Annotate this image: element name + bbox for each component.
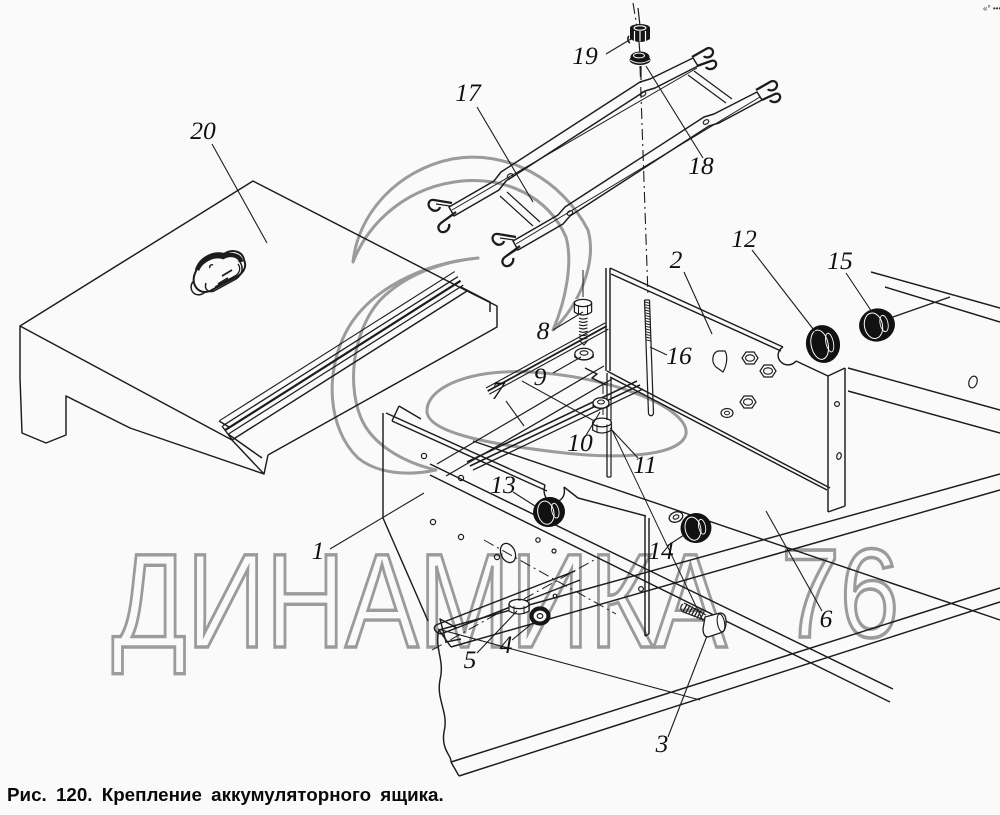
svg-text:19: 19: [572, 41, 598, 70]
svg-text:15: 15: [827, 246, 853, 275]
svg-text:Рис. 120. Крепление аккумулято: Рис. 120. Крепление аккумуляторного ящик…: [7, 784, 444, 805]
svg-text:11: 11: [633, 450, 657, 479]
svg-text:6: 6: [820, 604, 833, 633]
svg-text:3: 3: [655, 729, 669, 758]
svg-text:17: 17: [455, 78, 482, 107]
svg-text:14: 14: [648, 536, 674, 565]
svg-text:16: 16: [666, 341, 692, 370]
svg-text:«° •••: «° •••: [983, 4, 1000, 13]
svg-text:4: 4: [500, 630, 513, 659]
svg-text:7: 7: [492, 376, 506, 405]
svg-text:2: 2: [670, 245, 683, 274]
svg-text:18: 18: [688, 151, 714, 180]
svg-text:1: 1: [312, 536, 325, 565]
svg-text:12: 12: [731, 224, 757, 253]
svg-text:9: 9: [534, 362, 547, 391]
svg-text:8: 8: [537, 316, 550, 345]
svg-text:20: 20: [190, 116, 216, 145]
svg-text:13: 13: [490, 470, 516, 499]
svg-text:76: 76: [781, 523, 899, 664]
svg-text:5: 5: [464, 645, 477, 674]
svg-text:10: 10: [567, 428, 593, 457]
